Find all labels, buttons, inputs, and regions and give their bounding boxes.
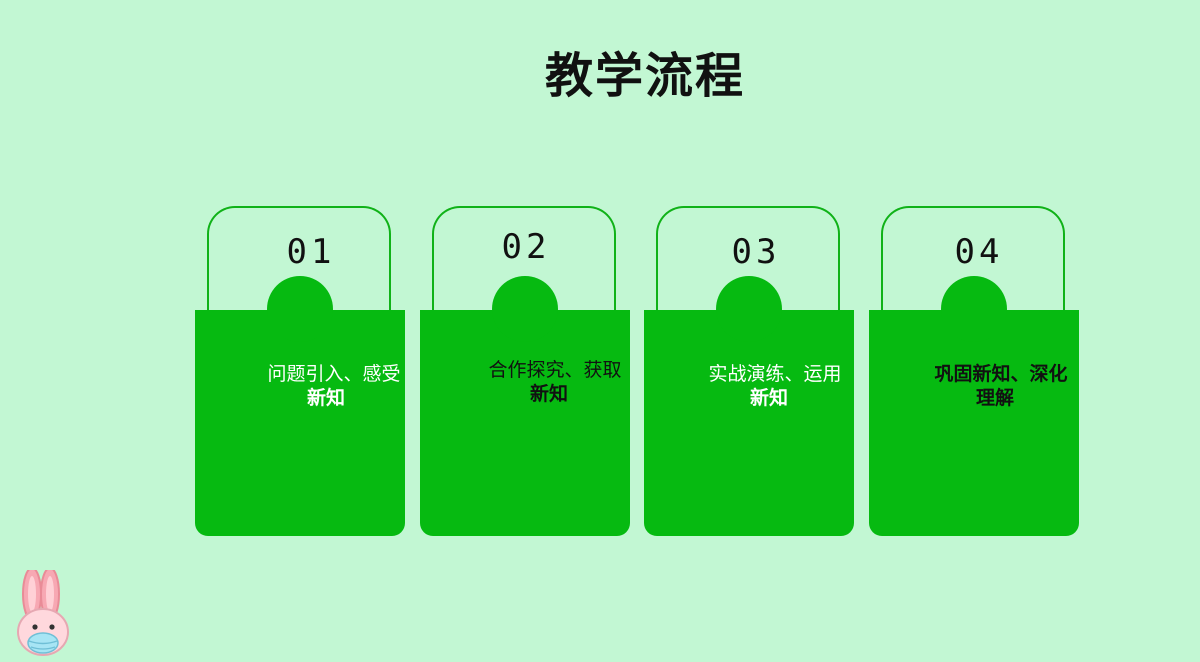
card-body: [195, 310, 405, 536]
card-top-outline: [207, 206, 391, 314]
card-top-outline: [432, 206, 616, 314]
step-card: 01 问题引入、感受 新知: [195, 206, 407, 536]
step-text: 巩固新知、深化 理解: [924, 362, 1078, 410]
step-card: 03 实战演练、运用 新知: [644, 206, 856, 536]
rabbit-mascot-icon: [17, 570, 69, 656]
step-text-line1: 巩固新知、深化: [934, 363, 1068, 385]
step-number: 02: [501, 227, 551, 267]
step-text-line2: 新知: [529, 383, 568, 405]
step-text-line1: 合作探究、获取: [488, 359, 622, 381]
step-text-line2: 理解: [975, 387, 1014, 409]
step-number: 03: [731, 232, 781, 272]
step-text-line2: 新知: [306, 387, 345, 409]
card-top-outline: [881, 206, 1065, 314]
step-card: 04 巩固新知、深化 理解: [869, 206, 1081, 536]
step-card: 02 合作探究、获取 新知: [420, 206, 632, 536]
card-hump: [941, 276, 1007, 342]
step-number: 04: [954, 232, 1004, 272]
step-text-line2: 新知: [749, 387, 788, 409]
step-text: 实战演练、运用 新知: [698, 362, 852, 410]
slide-title: 教学流程: [544, 48, 745, 104]
step-text-line1: 实战演练、运用: [708, 363, 842, 385]
card-body: [420, 310, 630, 536]
card-hump: [267, 276, 333, 342]
step-text-line1: 问题引入、感受: [267, 363, 401, 385]
step-text: 合作探究、获取 新知: [478, 358, 632, 406]
card-hump: [492, 276, 558, 342]
card-body: [644, 310, 854, 536]
card-hump: [716, 276, 782, 342]
step-number: 01: [286, 232, 336, 272]
card-top-outline: [656, 206, 840, 314]
card-body: [869, 310, 1079, 536]
step-text: 问题引入、感受 新知: [257, 362, 411, 410]
